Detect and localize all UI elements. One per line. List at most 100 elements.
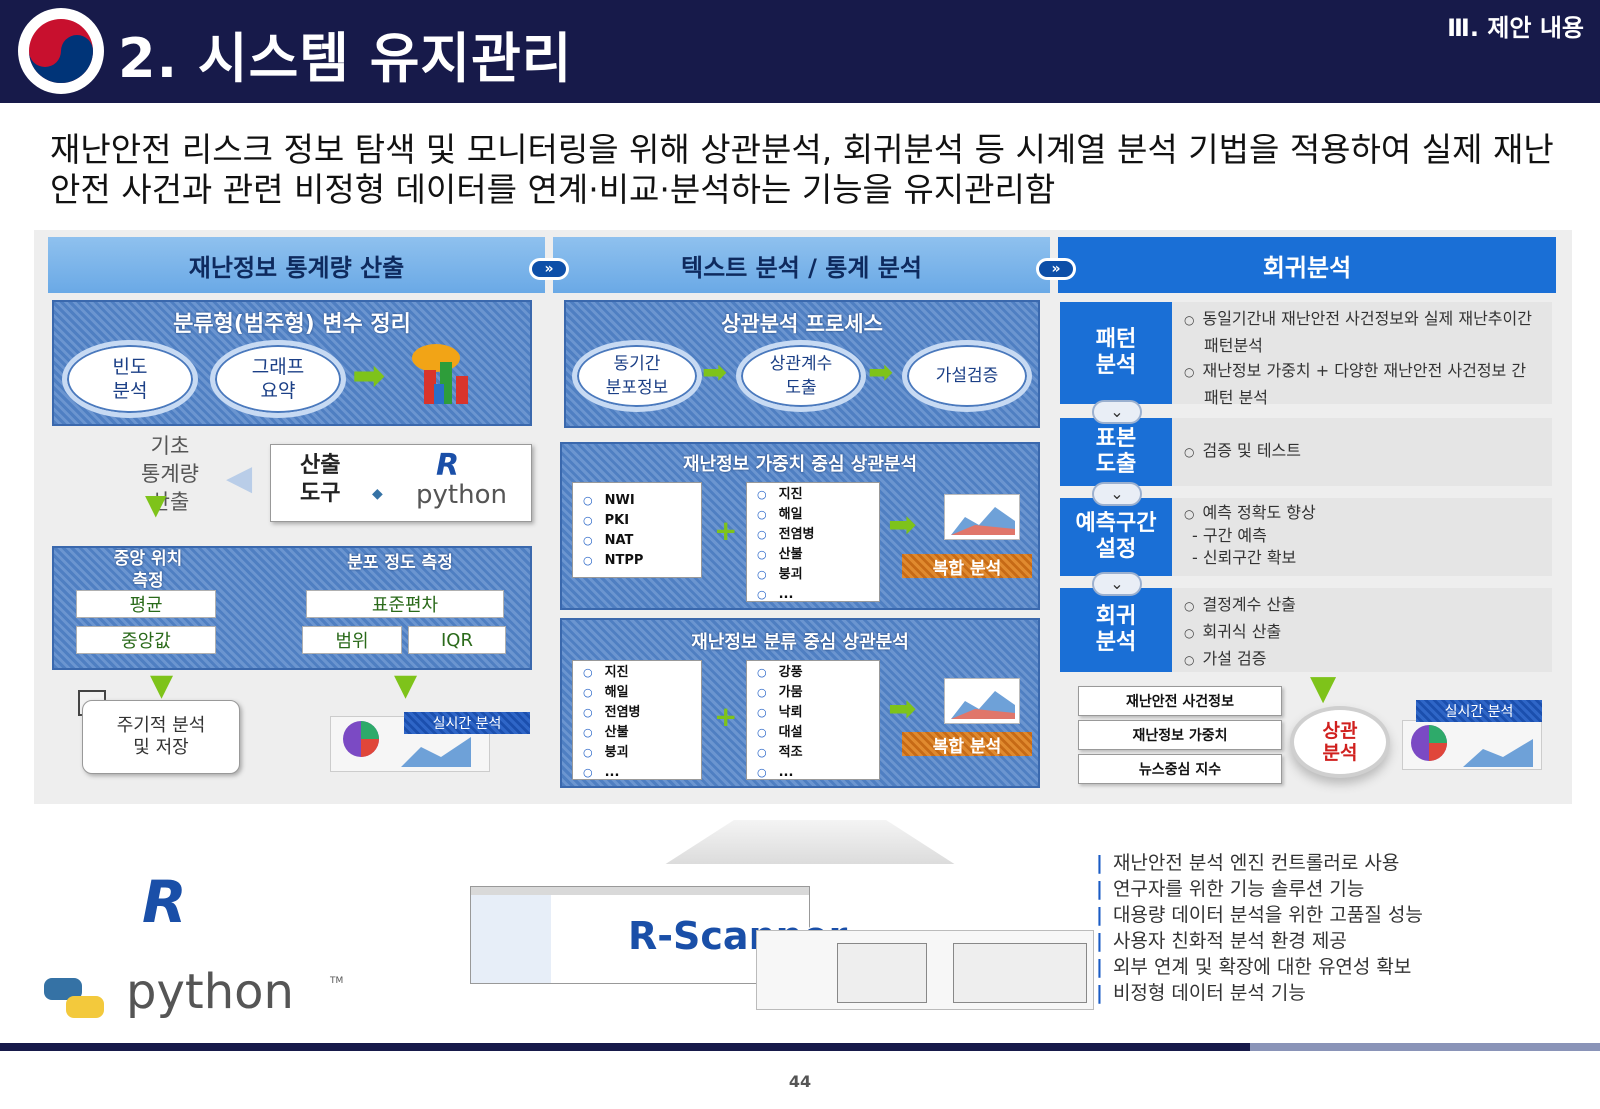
step-pattern: 패턴 분석 — [1060, 302, 1172, 404]
rscanner-screenshot — [470, 886, 810, 984]
list-item: 전염병 — [757, 525, 879, 545]
chevron-down-icon: ⌄ — [1092, 482, 1142, 506]
arrow-left-icon: ◀ — [226, 458, 253, 498]
python-label: python — [416, 480, 507, 510]
arrow-down-icon: ▼ — [1310, 668, 1337, 708]
list-item: 산불 — [757, 545, 879, 565]
process-title: 상관분석 프로세스 — [721, 312, 883, 336]
chart-thumbnail-icon — [944, 494, 1020, 540]
spread-title: 분포 정도 측정 — [347, 553, 453, 573]
chevron-down-icon: ⌄ — [1092, 572, 1142, 596]
platform-shape — [665, 820, 955, 864]
realtime-thumbnail-icon — [1402, 720, 1542, 770]
step-pattern-desc: 동일기간내 재난안전 사건정보와 실제 재난추이간 패턴분석 재난정보 가중치 … — [1172, 302, 1552, 407]
graph-summary-oval: 그래프 요약 — [210, 340, 346, 418]
correlation-coef-oval: 상관계수 도출 — [736, 340, 866, 412]
desc-line: 회귀식 산출 — [1184, 619, 1540, 646]
desc-line: 패턴 분석 — [1204, 388, 1268, 407]
list-item: 산불 — [583, 723, 701, 743]
summary-text: 재난안전 리스크 정보 탐색 및 모니터링을 위해 상관분석, 회귀분석 등 시… — [50, 130, 1554, 209]
list-item: 해일 — [583, 683, 701, 703]
list-item: 대설 — [757, 723, 879, 743]
weight-left-list: NWI PKI NAT NTPP — [572, 482, 702, 578]
input-incident-box: 재난안전 사건정보 — [1078, 686, 1282, 716]
feature-item: |재난안전 분석 엔진 컨트롤러로 사용 — [1096, 852, 1400, 874]
arrow-down-icon: ▼ — [394, 668, 418, 703]
feature-item: |비정형 데이터 분석 기능 — [1096, 982, 1306, 1004]
period-dist-oval: 동기간 분포정보 — [572, 340, 702, 412]
range-tag: 범위 — [302, 626, 402, 654]
central-title: 중앙 위치 측정 — [113, 549, 183, 591]
step-regression: 회귀 분석 — [1060, 588, 1172, 672]
section-label: Ⅲ. 제안 내용 — [1447, 14, 1584, 42]
tool-box — [270, 444, 532, 522]
desc-line: - 신뢰구간 확보 — [1192, 548, 1297, 567]
input-weight-box: 재난정보 가중치 — [1078, 720, 1282, 750]
frequency-oval: 빈도 분석 — [62, 340, 198, 418]
list-item: NWI — [583, 491, 701, 511]
list-item: 해일 — [757, 505, 879, 525]
periodic-box: 주기적 분석 및 저장 — [82, 700, 240, 774]
page-title: 2. 시스템 유지관리 — [118, 27, 573, 90]
bar-pie-chart-icon — [406, 340, 482, 412]
mean-tag: 평균 — [76, 590, 216, 618]
desc-line: 패턴분석 — [1204, 336, 1263, 355]
python-logo-icon — [40, 974, 110, 1024]
step-sample: 표본 도출 — [1060, 418, 1172, 486]
stddev-tag: 표준편차 — [306, 590, 504, 618]
chevron-down-icon: ⌄ — [1092, 400, 1142, 424]
tool-label: 산출 도구 — [300, 453, 341, 506]
arrow-right-icon: ➡ — [868, 355, 894, 390]
arrow-right-icon: ➡ — [888, 689, 917, 729]
composite-badge: 복합 분석 — [902, 554, 1032, 579]
footer-bar — [0, 1043, 1250, 1051]
desc-line: - 구간 예측 — [1192, 526, 1267, 545]
list-item: 적조 — [757, 743, 879, 763]
taegeuk-emblem-icon — [18, 8, 104, 94]
list-item: ... — [583, 763, 701, 783]
class-right-list: 강풍 가뭄 낙뢰 대설 적조 ... — [746, 660, 880, 780]
realtime-badge: 실시간 분석 — [404, 712, 530, 734]
header-bar — [0, 0, 1600, 103]
list-item: 가뭄 — [757, 683, 879, 703]
weight-right-list: 지진 해일 전염병 산불 붕괴 ... — [746, 482, 880, 602]
desc-line: 예측 정확도 향상 — [1184, 502, 1540, 525]
step-sample-desc: 검증 및 테스트 — [1172, 418, 1552, 486]
python-label: python — [126, 964, 294, 1020]
feature-item: |외부 연계 및 확장에 대한 유연성 확보 — [1096, 956, 1412, 978]
col1-header: 재난정보 통계량 산출 — [48, 237, 545, 293]
basic-stats-label: 기초 통계량 산출 — [141, 434, 199, 514]
list-item: 낙뢰 — [757, 703, 879, 723]
list-item: ... — [757, 585, 879, 605]
page-number: 44 — [788, 1072, 812, 1091]
list-item: 붕괴 — [583, 743, 701, 763]
arrow-right-icon: ➡ — [352, 353, 386, 399]
feature-list: |재난안전 분석 엔진 컨트롤러로 사용 |연구자를 위한 기능 솔루션 기능 … — [1096, 850, 1423, 1006]
list-item: NTPP — [583, 551, 701, 571]
chevron-right-icon: » — [529, 258, 569, 280]
feature-item: |대용량 데이터 분석을 위한 고품질 성능 — [1096, 904, 1423, 926]
r-logo-icon: R — [142, 868, 187, 936]
list-item: ... — [757, 763, 879, 783]
step-interval-desc: 예측 정확도 향상 - 구간 예측 - 신뢰구간 확보 — [1172, 498, 1552, 576]
footer-bar-accent — [1250, 1043, 1600, 1051]
chevron-right-icon: » — [1036, 258, 1076, 280]
correlation-circle: 상관 분석 — [1290, 706, 1390, 778]
categorical-title: 분류형(범주형) 변수 정리 — [173, 312, 411, 337]
class-left-list: 지진 해일 전염병 산불 붕괴 ... — [572, 660, 702, 780]
desc-line: 검증 및 테스트 — [1184, 438, 1540, 465]
list-item: 강풍 — [757, 663, 879, 683]
list-item: 지진 — [583, 663, 701, 683]
composite-badge: 복합 분석 — [902, 732, 1032, 757]
r-logo-icon: R — [436, 448, 460, 483]
plus-icon: + — [714, 700, 738, 733]
input-news-box: 뉴스중심 지수 — [1078, 754, 1282, 784]
arrow-down-icon: ▼ — [150, 668, 174, 703]
iqr-tag: IQR — [408, 626, 506, 654]
feature-item: |사용자 친화적 분석 환경 제공 — [1096, 930, 1347, 952]
arrow-right-icon: ➡ — [702, 355, 728, 390]
trademark-label: TM — [330, 976, 344, 986]
hypothesis-oval: 가설검증 — [902, 340, 1032, 412]
desc-line: 재난정보 가중치 + 다양한 재난안전 사건정보 간 — [1184, 358, 1540, 385]
arrow-down-icon: ▼ — [145, 488, 167, 521]
